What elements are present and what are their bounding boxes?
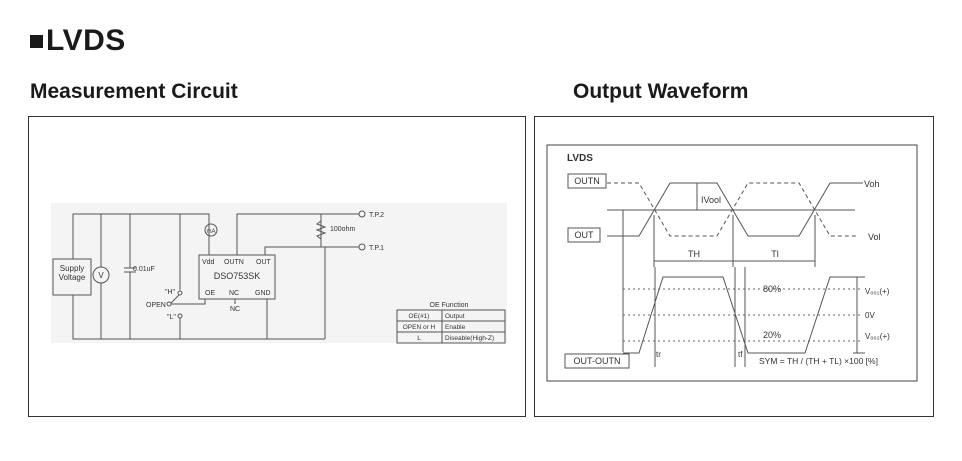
tf-label: tf <box>738 350 743 359</box>
pin-out: OUT <box>256 259 272 266</box>
bottom-wire <box>72 295 325 340</box>
waveform-inner-frame <box>546 144 918 382</box>
pin-nc: NC <box>229 290 239 297</box>
tp1-label: T.P.1 <box>369 245 384 252</box>
supply-label-1: Supply <box>60 264 84 273</box>
switch-to-oe-wire <box>171 299 206 305</box>
pin-gnd: GND <box>255 290 271 297</box>
out-wire <box>264 246 359 255</box>
th-label: TH <box>688 249 700 259</box>
supply-label-2: Voltage <box>59 273 86 282</box>
tl-label: Tl <box>771 249 779 259</box>
out-label-box <box>567 227 601 243</box>
vod1-label: Vₒ₀₁(+) <box>865 287 890 296</box>
switch-open-label: OPEN <box>146 302 166 309</box>
page-title: LVDS <box>30 24 126 58</box>
out-outn-label-box <box>564 353 630 369</box>
ic-name: DSO753SK <box>214 271 261 281</box>
voh-label: Voh <box>864 179 880 189</box>
oe-cell-r3c1: L <box>417 335 421 342</box>
pin-outn: OUTN <box>224 259 244 266</box>
tr-label: tr <box>656 350 661 359</box>
supply-box <box>52 258 92 296</box>
tp1-terminal <box>358 243 366 251</box>
measurement-circuit-panel: Supply Voltage V 0.01uF "H" OPEN "L" mA … <box>28 116 526 417</box>
zero-v-label: 0V <box>865 311 875 320</box>
waveform-heading: LVDS <box>567 153 593 164</box>
sym-formula: SYM = TH / (TH + TL) ×100 [%] <box>759 356 878 366</box>
tp2-terminal <box>358 210 366 218</box>
measurement-circuit-title: Measurement Circuit <box>30 80 238 103</box>
output-waveform-panel: LVDS OUTN OUT OUT-OUTN Voh Vol IVool TH … <box>534 116 934 417</box>
vod2-label: Vₒ₀₂(+) <box>865 332 890 341</box>
out-outn-label: OUT-OUTN <box>574 356 621 366</box>
voltmeter-label: V <box>98 271 104 280</box>
voltmeter-icon <box>92 266 110 284</box>
circuit-background <box>51 203 507 343</box>
pct80-label: 80% <box>763 284 781 294</box>
vol-label: Vol <box>868 232 881 242</box>
oe-cell-r2c2: Enable <box>445 324 466 331</box>
tp2-label: T.P.2 <box>369 212 384 219</box>
oe-table <box>396 309 506 344</box>
oe-cell-r3c2: Diseable(High-Z) <box>445 335 494 342</box>
outn-label: OUTN <box>574 176 600 186</box>
oe-table-title: OE Function <box>430 302 469 309</box>
outn-waveform <box>607 182 857 237</box>
outn-wire <box>236 213 359 255</box>
switch-blade <box>170 294 180 304</box>
pin-nc-below: NC <box>230 306 240 313</box>
resistor-icon <box>315 220 327 240</box>
output-waveform-title: Output Waveform <box>573 80 749 103</box>
pin-vdd: Vdd <box>202 259 215 266</box>
title-bullet <box>30 35 43 48</box>
ammeter-label: mA <box>207 229 216 235</box>
vod-label: IVool <box>701 195 721 205</box>
outn-label-box <box>567 173 607 189</box>
oe-cell-r2c1: OPEN or H <box>403 324 436 331</box>
switch-h-terminal <box>177 290 183 296</box>
switch-l-label: "L" <box>167 314 176 321</box>
oe-cell-r1c1: OE(#1) <box>409 313 430 320</box>
measurement-circuit-diagram: Supply Voltage V 0.01uF "H" OPEN "L" mA … <box>51 203 507 344</box>
capacitor-label: 0.01uF <box>133 266 155 273</box>
output-waveform-diagram: LVDS OUTN OUT OUT-OUTN Voh Vol IVool TH … <box>546 144 918 382</box>
oe-cell-r1c2: Output <box>445 313 465 320</box>
top-wire <box>72 213 210 259</box>
pct20-label: 20% <box>763 330 781 340</box>
switch-h-label: "H" <box>165 289 176 296</box>
out-label: OUT <box>575 230 595 240</box>
resistor-label: 100ohm <box>330 226 355 233</box>
page-title-text: LVDS <box>46 24 126 57</box>
pin-oe: OE <box>205 290 215 297</box>
ammeter-icon <box>204 223 218 237</box>
